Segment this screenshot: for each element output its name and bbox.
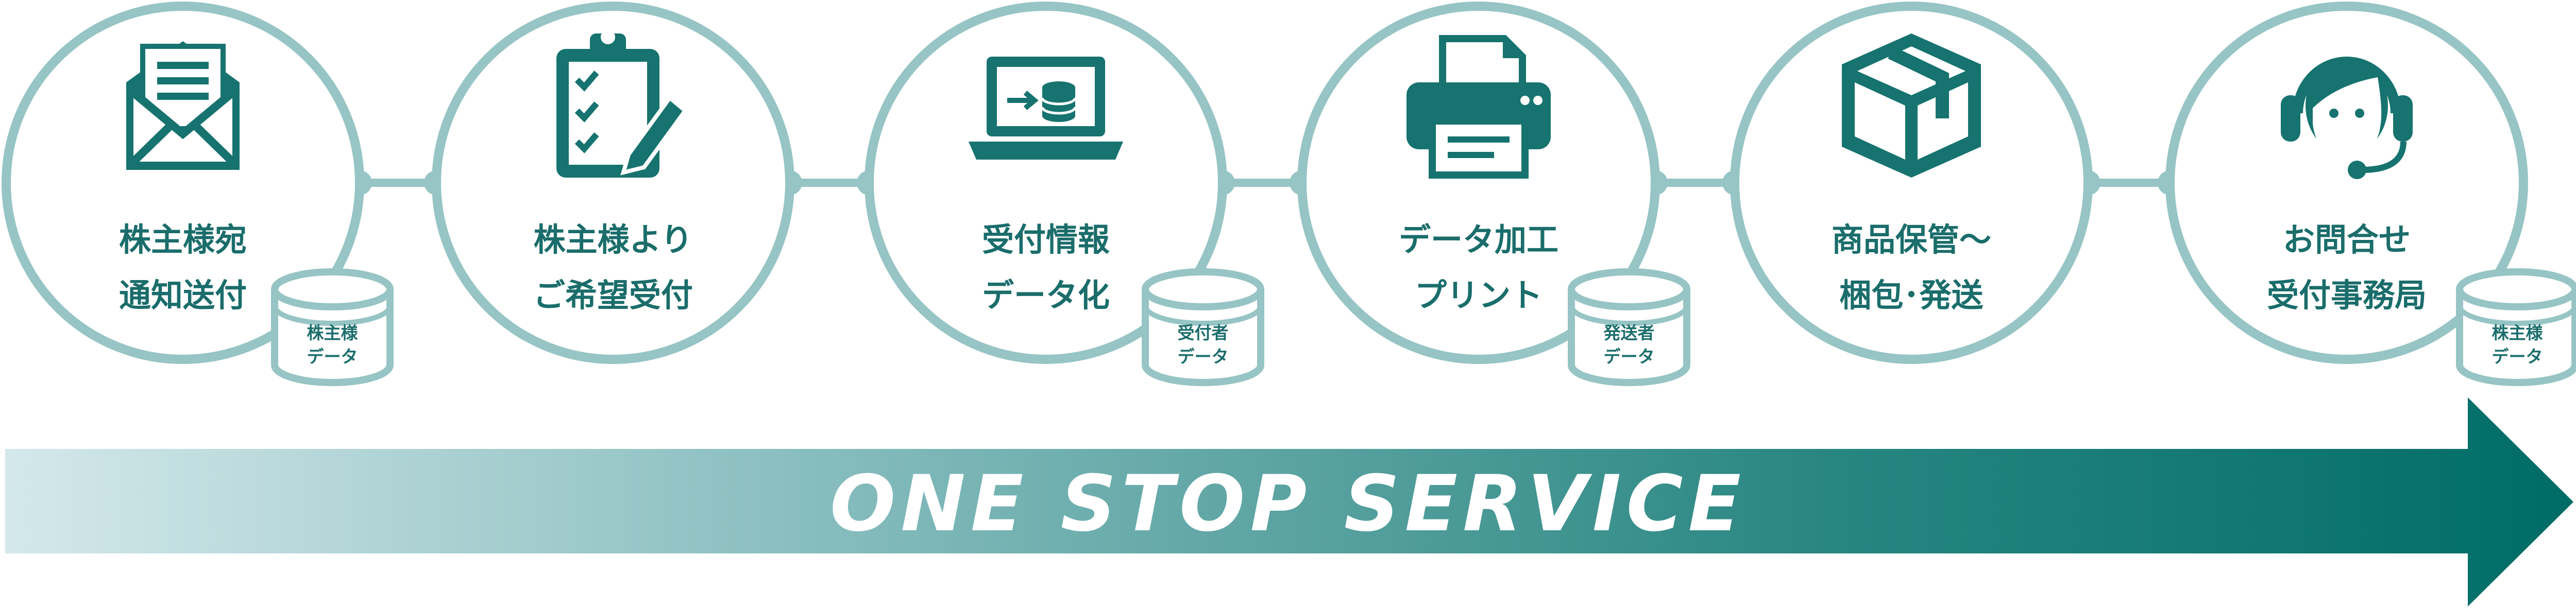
step-label-line1: 受付情報: [982, 221, 1110, 258]
arrow-shape: [5, 397, 2573, 606]
db-label-line1: 受付者: [1178, 323, 1229, 343]
step-ring: [1297, 2, 1660, 364]
step-ring: [2165, 2, 2528, 364]
database-cylinders: 株主様 データ 受付者 データ 発送者 データ 株主様 データ: [271, 268, 2576, 386]
step-ring: [432, 2, 794, 364]
step-label-line2: ご希望受付: [533, 276, 693, 314]
process-steps: 株主様宛 通知送付 株主様より ご希望受付: [2, 2, 2528, 364]
step-1: 株主様宛 通知送付: [2, 2, 364, 364]
step-label-line1: 株主様宛: [119, 221, 247, 258]
one-stop-service-arrow: ONE STOP SERVICE: [5, 397, 2573, 606]
clipboard-checklist-icon: [556, 30, 688, 178]
db-label-line1: 株主様: [307, 323, 359, 343]
step-label-line1: お問合せ: [2283, 221, 2411, 258]
step-2: 株主様より ご希望受付: [432, 2, 794, 364]
step-label-line2: 受付事務局: [2267, 276, 2427, 314]
step-6: お問合せ 受付事務局: [2165, 2, 2528, 364]
mail-envelope-icon: [126, 41, 240, 170]
step-ring: [2, 2, 364, 364]
step-label-line2: 通知送付: [119, 276, 247, 314]
step-4: データ加工 プリント: [1297, 2, 1660, 364]
db-label-line2: データ: [307, 346, 358, 367]
step-label-line1: データ加工: [1399, 221, 1558, 258]
step-label-line2: プリント: [1415, 276, 1543, 314]
headset-operator-icon: [2281, 57, 2413, 179]
step-label-line2: データ化: [982, 276, 1110, 314]
printer-icon: [1406, 35, 1551, 179]
db-label-line2: データ: [1178, 346, 1229, 367]
db-label-line2: データ: [1604, 346, 1655, 367]
database-icon-shareholder-final: 株主様 データ: [2456, 268, 2576, 386]
banner-text: ONE STOP SERVICE: [830, 459, 1746, 549]
step-label-line1: 商品保管～: [1832, 221, 1991, 258]
step-label-line1: 株主様より: [534, 221, 693, 258]
database-icon-recipient: 受付者 データ: [1142, 268, 1264, 386]
step-ring: [1730, 2, 2093, 364]
step-3: 受付情報 データ化: [865, 2, 1227, 364]
step-ring: [865, 2, 1227, 364]
database-icon-shareholder: 株主様 データ: [271, 268, 394, 386]
db-label-line2: データ: [2492, 346, 2543, 367]
package-box-icon: [1842, 33, 1981, 178]
laptop-database-icon: [969, 57, 1123, 160]
db-label-line1: 発送者: [1604, 323, 1655, 343]
step-5: 商品保管～ 梱包･発送: [1730, 2, 2093, 364]
step-label-line2: 梱包･発送: [1839, 276, 1983, 314]
database-icon-sender: 発送者 データ: [1568, 268, 1690, 386]
db-label-line1: 株主様: [2492, 323, 2544, 343]
